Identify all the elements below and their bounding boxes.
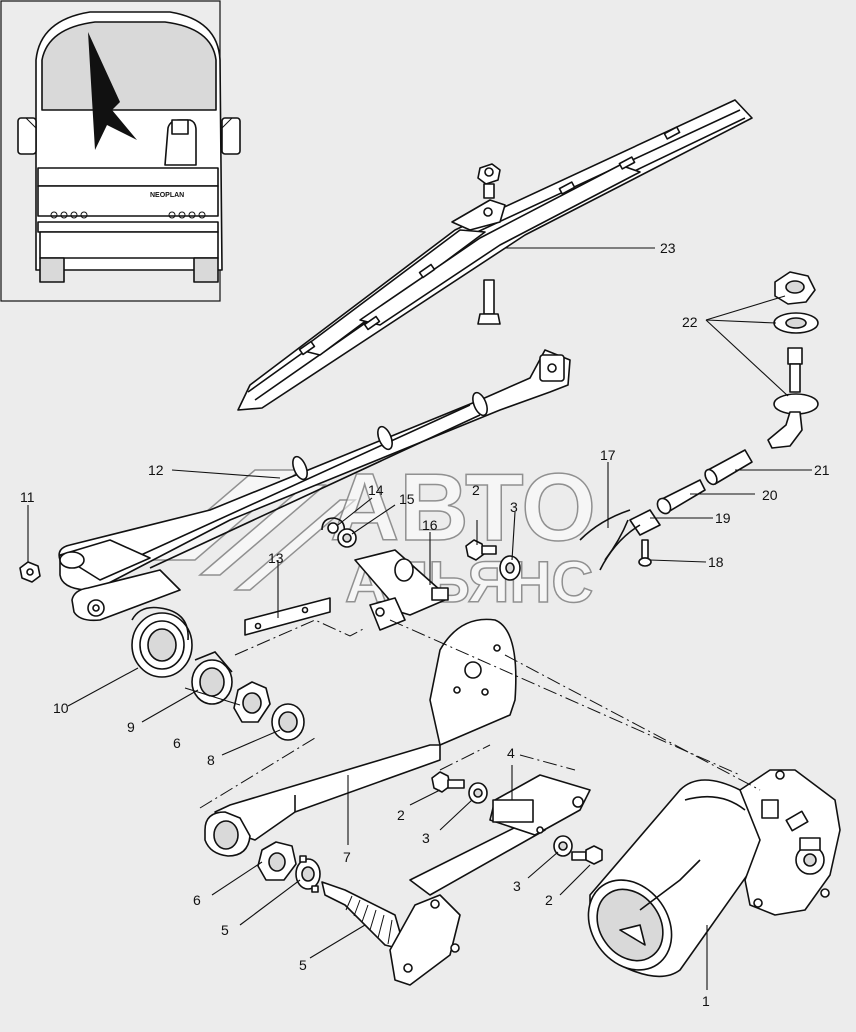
callout-3-mid: 3 <box>422 830 430 846</box>
callout-3-lower: 3 <box>513 878 521 894</box>
crank-lever <box>354 549 449 631</box>
jet-nut <box>774 271 816 305</box>
assembly-lines <box>199 619 761 809</box>
callout-14: 14 <box>368 482 384 498</box>
callout-7: 7 <box>343 849 351 865</box>
callout-15: 15 <box>399 491 415 507</box>
arm-nut <box>19 561 41 583</box>
callout-16: 16 <box>422 517 438 533</box>
wiper-motor <box>587 769 841 978</box>
callout-23: 23 <box>660 240 676 256</box>
bus-front-view: NEOPLAN <box>0 0 241 302</box>
lower-bolt <box>571 845 603 865</box>
callout-18: 18 <box>708 554 724 570</box>
lock-washer <box>295 855 321 893</box>
callout-20: 20 <box>762 487 778 503</box>
callout-4: 4 <box>507 745 515 761</box>
rubber-boot <box>131 606 193 678</box>
callout-11: 11 <box>20 489 35 505</box>
blade-bolt <box>477 279 501 325</box>
callout-17: 17 <box>600 447 616 463</box>
callout-6-upper: 6 <box>173 735 181 751</box>
callout-22: 22 <box>682 314 698 330</box>
direction-arrow-icon <box>88 32 137 150</box>
drive-shaft <box>321 881 461 986</box>
hose-piece <box>704 449 753 486</box>
callout-1: 1 <box>702 993 710 1009</box>
upper-bolt <box>465 539 497 561</box>
watermark-line1: АВТО <box>330 454 596 561</box>
blade-nut <box>477 163 501 199</box>
callout-5-washer: 5 <box>221 922 229 938</box>
washer-jet-nozzle <box>767 347 819 449</box>
callout-2-mid: 2 <box>397 807 405 823</box>
callout-6-lower: 6 <box>193 892 201 908</box>
callout-9: 9 <box>127 719 135 735</box>
pivot-nut <box>233 681 271 723</box>
wiper-arm <box>58 349 571 622</box>
callout-12: 12 <box>148 462 164 478</box>
callout-21: 21 <box>814 462 830 478</box>
clip-screw <box>638 539 652 567</box>
watermark: АВТО АЛЬЯНС <box>147 453 597 616</box>
callout-13: 13 <box>268 550 284 566</box>
circlip <box>321 517 346 534</box>
callout-2-lower: 2 <box>545 892 553 908</box>
mounting-bracket <box>204 618 517 857</box>
callout-19: 19 <box>715 510 731 526</box>
lower-washer <box>553 835 573 857</box>
callout-10: 10 <box>53 700 69 716</box>
washer <box>271 703 305 741</box>
mid-bolt <box>431 771 465 793</box>
callout-2-upper: 2 <box>472 482 480 498</box>
wiper-blade <box>237 99 753 411</box>
upper-washer <box>499 555 521 581</box>
hose-connector <box>656 479 706 515</box>
lower-nut <box>257 841 297 881</box>
callout-8: 8 <box>207 752 215 768</box>
callout-3-upper: 3 <box>510 499 518 515</box>
jet-washer <box>773 312 819 334</box>
lower-link <box>409 774 591 896</box>
washer-hose <box>579 509 641 571</box>
bus-badge: NEOPLAN <box>150 192 184 199</box>
link-rod <box>244 597 331 636</box>
leader-lines <box>27 247 812 990</box>
spacer-washer <box>337 528 357 548</box>
mid-washer <box>468 782 488 804</box>
callout-labels: 1 2 2 2 3 3 3 4 5 5 6 6 7 8 9 10 11 12 1… <box>20 240 830 1009</box>
callout-5-shaft: 5 <box>299 957 307 973</box>
